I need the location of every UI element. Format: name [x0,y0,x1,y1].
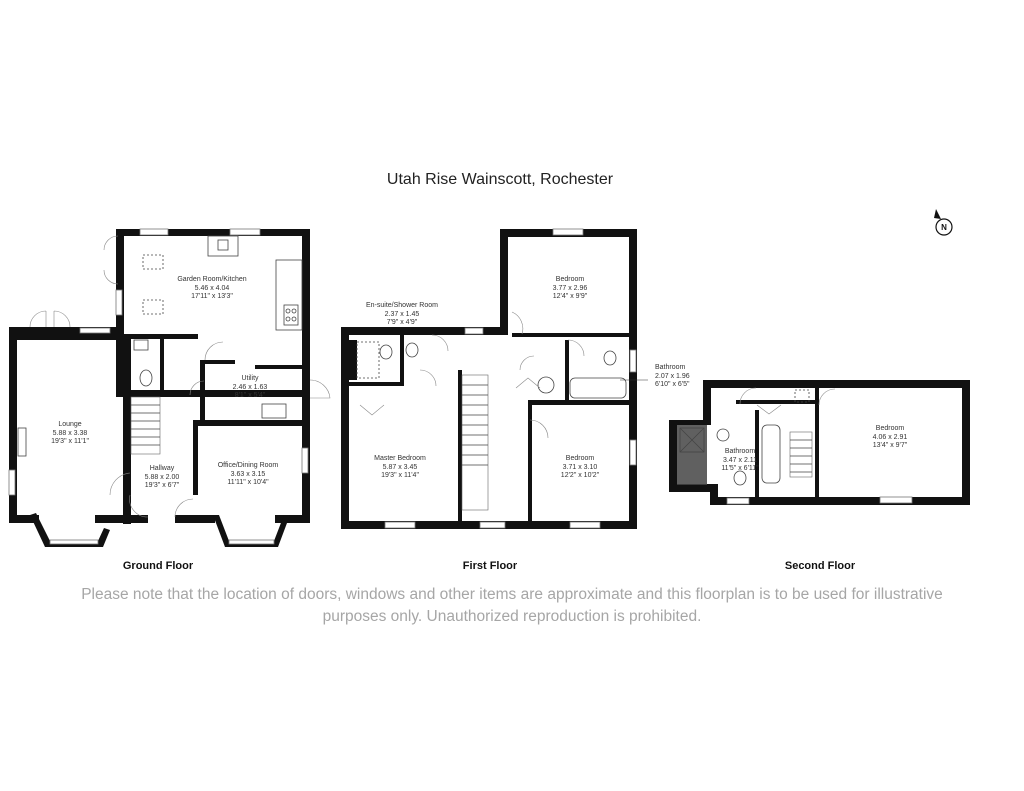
room-name: Bedroom [566,455,595,462]
compass-label: N [941,223,947,232]
room-name: En-suite/Shower Room [366,302,438,309]
room-name: Bathroom [655,364,686,371]
room-name: Hallway [150,465,175,472]
room-imperial: 13'4" x 9'7" [873,442,908,449]
room-name: Bathroom [725,448,756,455]
plan-title: Utah Rise Wainscott, Rochester [387,171,614,188]
room-imperial: 11'5" x 6'11" [721,465,759,472]
disclaimer-line-2: purposes only. Unauthorized reproduction… [322,608,702,625]
ground-floor-stairs [130,396,161,455]
disclaimer-line-1: Please note that the location of doors, … [81,586,943,603]
room-name: Bedroom [556,276,585,283]
room-name: Master Bedroom [374,455,426,462]
second-floor-plan: Bedroom 4.06 x 2.91 13'4" x 9'7" Bathroo… [669,380,970,572]
floor-label-first: First Floor [463,560,518,572]
room-imperial: 12'2" x 10'2" [561,472,600,479]
ground-floor-plan: Garden Room/Kitchen 5.46 x 4.04 17'11" x… [8,228,331,572]
first-floor-stairs [461,374,489,511]
room-metric: 3.77 x 2.96 [553,285,588,292]
room-metric: 3.47 x 2.11 [723,457,757,464]
room-metric: 3.63 x 3.15 [231,471,266,478]
room-imperial: 19'3" x 11'4" [381,472,419,479]
floor-label-second: Second Floor [785,560,856,572]
room-imperial: 8'1" x 5'4" [235,392,266,399]
room-imperial: 17'11" x 13'3" [191,293,233,300]
room-imperial: 6'10" x 6'5" [655,381,690,388]
room-imperial: 7'9" x 4'9" [387,319,418,326]
room-imperial: 12'4" x 9'9" [553,293,588,300]
room-name: Bedroom [876,425,905,432]
room-metric: 5.87 x 3.45 [383,464,418,471]
room-name: Office/Dining Room [218,462,279,469]
room-imperial: 11'11" x 10'4" [227,479,269,486]
room-imperial: 19'3" x 6'7" [145,482,180,489]
room-name: Garden Room/Kitchen [177,276,246,283]
room-name: Utility [241,375,259,382]
room-metric: 2.07 x 1.96 [655,373,690,380]
room-metric: 5.88 x 2.00 [145,474,180,481]
ground-floor-walls [116,229,310,397]
room-imperial: 19'3" x 11'1" [51,438,89,445]
room-metric: 5.88 x 3.38 [53,430,88,437]
room-metric: 2.46 x 1.63 [233,384,268,391]
room-metric: 4.06 x 2.91 [873,434,908,441]
room-metric: 2.37 x 1.45 [385,311,420,318]
floor-label-ground: Ground Floor [123,560,194,572]
second-floor-stairs [789,431,813,478]
room-name: Lounge [58,421,81,428]
room-metric: 5.46 x 4.04 [195,285,230,292]
compass-icon: N [934,209,953,236]
disclaimer-text: Please note that the location of doors, … [20,584,1004,628]
first-floor-plan: Bedroom 3.77 x 2.96 12'4" x 9'9" En-suit… [341,228,690,572]
room-metric: 3.71 x 3.10 [563,464,598,471]
